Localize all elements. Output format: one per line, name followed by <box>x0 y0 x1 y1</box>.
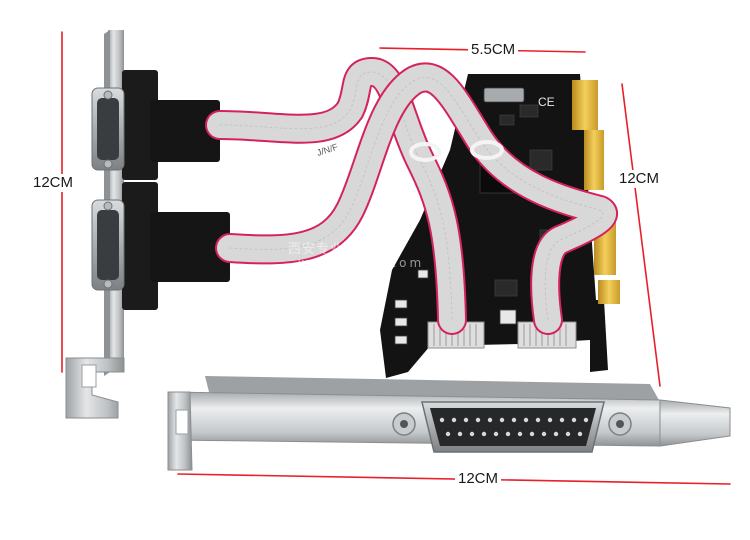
serial-port-bottom <box>91 182 230 310</box>
watermark-line1: 西安专业插卡服务 <box>288 242 401 257</box>
dimension-lines <box>61 31 731 485</box>
cable-print-text: J/N/F <box>316 142 340 158</box>
dimension-line-bottom <box>177 473 731 485</box>
dimension-line-right <box>621 83 661 387</box>
serial-port-top <box>91 70 220 180</box>
dimension-label-left: 12CM <box>30 174 77 192</box>
ribbon-cable-1 <box>205 57 467 335</box>
cable-ties <box>409 140 504 162</box>
ribbon-cable-2 <box>215 62 619 335</box>
db25-parallel-port <box>392 401 632 453</box>
dimension-label-top: 5.5CM <box>468 41 519 59</box>
dimension-label-right: 12CM <box>616 170 663 188</box>
ce-mark: CE <box>538 95 555 109</box>
watermark-line2: www.ovxe.com <box>298 256 425 270</box>
dimension-label-bottom: 12CM <box>455 470 502 488</box>
